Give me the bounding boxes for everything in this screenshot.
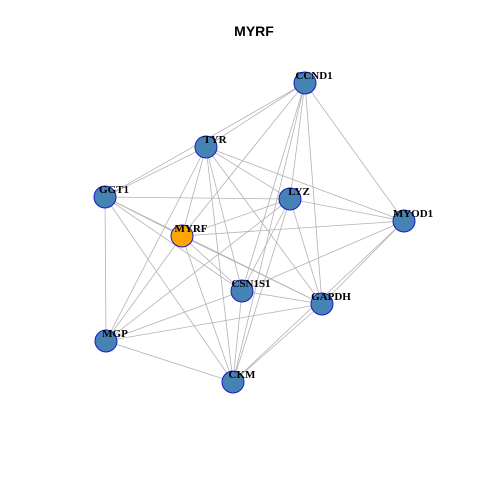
- edge-ccnd1-myod1: [304, 82, 405, 222]
- node-tyr[interactable]: TYR: [194, 134, 228, 159]
- node-label: MYOD1: [393, 208, 433, 220]
- edge-myrf-gapdh: [181, 235, 323, 305]
- edge-tyr-csn1s1: [205, 146, 243, 292]
- node-circle[interactable]: [310, 292, 334, 316]
- node-mgp[interactable]: MGP: [94, 328, 128, 353]
- edge-tyr-ckm: [205, 146, 234, 383]
- edge-mgp-ckm: [105, 340, 234, 383]
- edge-lyz-gapdh: [289, 198, 323, 305]
- node-label: MYRF: [175, 223, 208, 235]
- edge-csn1s1-mgp: [105, 290, 243, 342]
- edge-ccnd1-tyr: [205, 82, 306, 148]
- node-label: TYR: [203, 134, 227, 146]
- node-lyz[interactable]: LYZ: [278, 186, 310, 211]
- node-myod1[interactable]: MYOD1: [392, 208, 433, 233]
- edge-myod1-myrf: [181, 220, 405, 237]
- edge-myod1-gapdh: [321, 220, 405, 305]
- edge-lyz-myrf: [181, 198, 291, 237]
- node-ggt1[interactable]: GGT1: [93, 184, 129, 209]
- edge-lyz-mgp: [105, 198, 291, 342]
- edge-csn1s1-ckm: [232, 290, 243, 383]
- node-circle[interactable]: [94, 329, 118, 353]
- node-gapdh[interactable]: GAPDH: [310, 291, 351, 316]
- node-circle[interactable]: [230, 279, 254, 303]
- edge-myod1-csn1s1: [241, 220, 405, 292]
- node-label: MGP: [102, 328, 128, 340]
- node-circle[interactable]: [93, 185, 117, 209]
- node-label: GAPDH: [311, 291, 351, 303]
- edge-myrf-csn1s1: [181, 235, 243, 292]
- edge-ccnd1-csn1s1: [241, 82, 306, 292]
- edge-csn1s1-gapdh: [241, 290, 323, 305]
- node-circle[interactable]: [194, 135, 218, 159]
- edge-lyz-myod1: [289, 198, 405, 222]
- edge-tyr-gapdh: [205, 146, 323, 305]
- node-circle[interactable]: [278, 187, 302, 211]
- edge-tyr-mgp: [105, 146, 207, 342]
- node-csn1s1[interactable]: CSN1S1: [230, 278, 271, 303]
- edge-myrf-mgp: [105, 235, 183, 342]
- edge-ccnd1-myrf: [181, 82, 306, 237]
- edge-tyr-myod1: [205, 146, 405, 222]
- node-label: GGT1: [99, 184, 129, 196]
- edge-ccnd1-gapdh: [304, 82, 323, 305]
- node-circle[interactable]: [293, 71, 317, 95]
- edge-lyz-csn1s1: [241, 198, 291, 292]
- edge-gapdh-mgp: [105, 303, 323, 342]
- node-circle[interactable]: [170, 224, 194, 248]
- node-label: LYZ: [288, 186, 310, 198]
- node-ckm[interactable]: CKM: [221, 369, 257, 394]
- node-ccnd1[interactable]: CCND1: [293, 70, 333, 95]
- graph-title: MYRF: [234, 23, 274, 39]
- node-label: CCND1: [295, 70, 332, 82]
- node-circle[interactable]: [392, 209, 416, 233]
- edge-ggt1-mgp: [104, 196, 107, 342]
- edge-myrf-ckm: [181, 235, 234, 383]
- edge-ggt1-ckm: [104, 196, 234, 383]
- node-circle[interactable]: [221, 370, 245, 394]
- edge-gapdh-ckm: [232, 303, 323, 383]
- edge-layer: [104, 82, 405, 383]
- edge-tyr-lyz: [205, 146, 291, 200]
- edge-tyr-myrf: [181, 146, 207, 237]
- node-label: CSN1S1: [231, 278, 270, 290]
- edge-tyr-ggt1: [104, 146, 207, 198]
- node-label: CKM: [229, 369, 257, 381]
- edge-ggt1-lyz: [104, 196, 291, 200]
- node-myrf[interactable]: MYRF: [170, 223, 208, 248]
- edge-ggt1-csn1s1: [104, 196, 243, 292]
